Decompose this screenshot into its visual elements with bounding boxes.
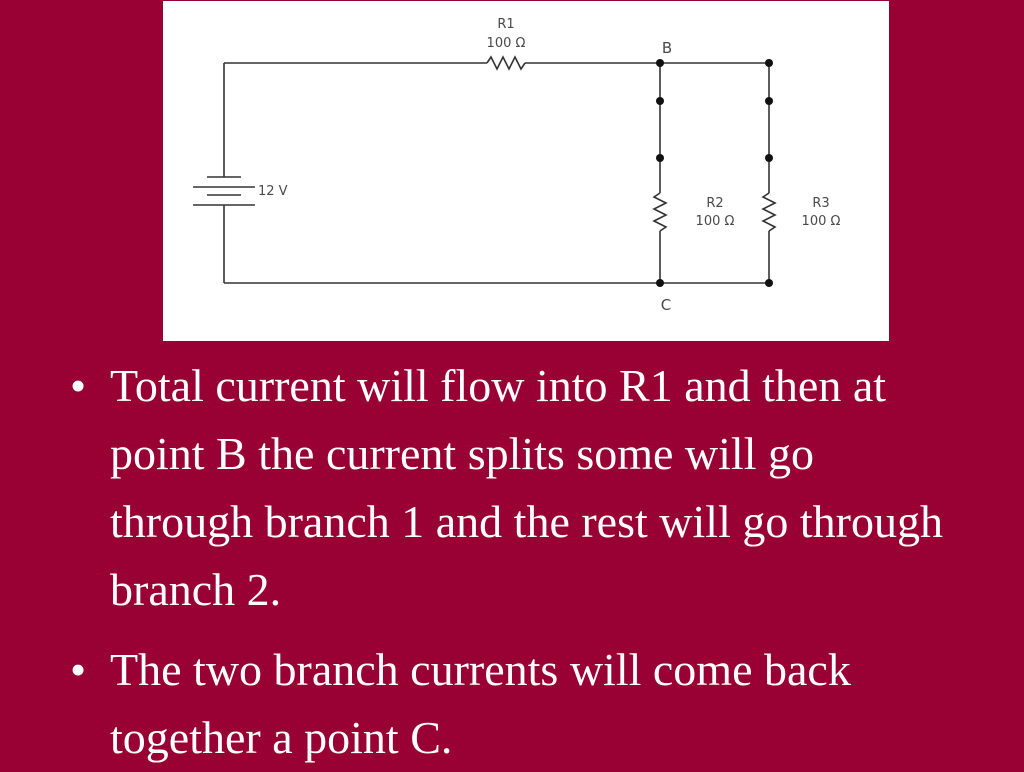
r3-value-label: 100 Ω: [802, 214, 841, 229]
r1-name-label: R1: [497, 17, 514, 32]
bullet-text-2: The two branch currents will come back t…: [110, 644, 851, 763]
r2-value-label: 100 Ω: [696, 214, 735, 229]
battery-value-label: 12 V: [258, 184, 288, 199]
bullet-marker: •: [70, 360, 87, 411]
junction-top-right: [765, 59, 773, 67]
bullet-item-2: • The two branch currents will come back…: [66, 636, 966, 772]
junction-c: [656, 279, 664, 287]
bullet-item-1: • Total current will flow into R1 and th…: [66, 352, 966, 624]
resistor-r2: [652, 192, 668, 232]
bullet-text-1: Total current will flow into R1 and then…: [110, 360, 943, 615]
r3-name-label: R3: [812, 196, 829, 211]
junction-b: [656, 59, 664, 67]
junction-bottom-right: [765, 279, 773, 287]
bullet-marker: •: [70, 644, 87, 695]
junction-b-3: [656, 154, 664, 162]
resistor-r3: [761, 192, 777, 232]
junction-right-3: [765, 154, 773, 162]
node-b-label: B: [662, 39, 672, 57]
resistor-r1: [486, 55, 526, 71]
bullet-list: • Total current will flow into R1 and th…: [66, 352, 966, 772]
r1-value-label: 100 Ω: [487, 36, 526, 51]
r2-name-label: R2: [706, 196, 723, 211]
junction-b-2: [656, 97, 664, 105]
circuit-diagram: R1 100 Ω B 12 V R2 100 Ω R3 100 Ω C: [163, 1, 889, 341]
junction-right-2: [765, 97, 773, 105]
circuit-svg: R1 100 Ω B 12 V R2 100 Ω R3 100 Ω C: [193, 17, 841, 314]
node-c-label: C: [661, 296, 671, 314]
